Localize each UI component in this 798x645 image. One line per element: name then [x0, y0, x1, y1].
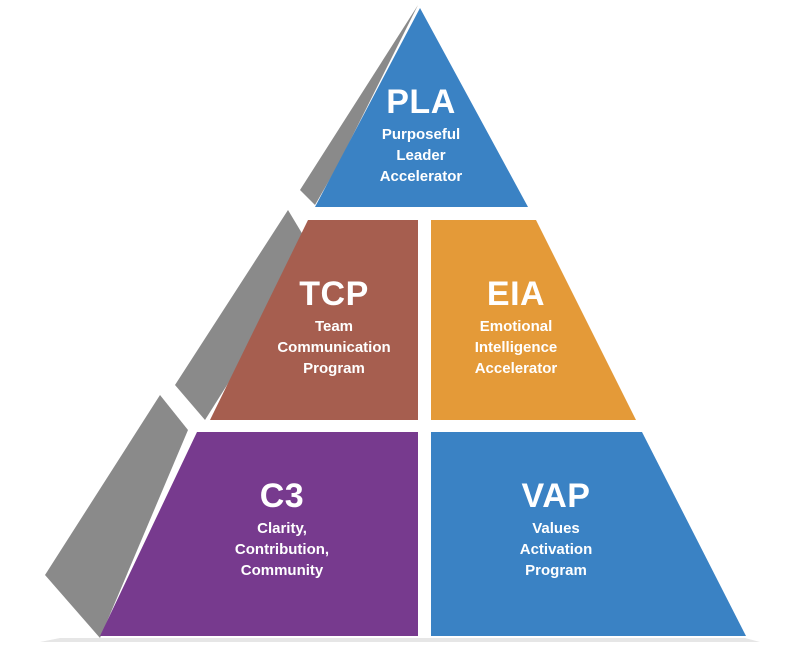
bottom-right-label: VAP Values Activation Program: [520, 478, 593, 581]
bottom-left-name: Clarity, Contribution, Community: [235, 518, 329, 581]
bottom-right-name-line: Program: [525, 562, 587, 579]
middle-left-abbr: TCP: [299, 275, 369, 313]
bottom-right-name: Values Activation Program: [520, 518, 593, 581]
bottom-left-abbr: C3: [259, 477, 305, 515]
bottom-left-panel: [100, 432, 418, 636]
ground-shadow: [40, 638, 760, 642]
side-face-top: [300, 5, 418, 205]
bottom-left-name-line: Clarity,: [257, 520, 307, 537]
bottom-right-panel: [431, 432, 746, 636]
bottom-right-name-line: Values: [532, 520, 580, 537]
middle-left-label: TCP Team Communication Program: [277, 276, 390, 379]
top-tier-name: Purposeful Leader Accelerator: [380, 124, 463, 187]
top-tier-name-line: Accelerator: [379, 168, 463, 185]
middle-right-name-line: Intelligence: [474, 339, 558, 356]
middle-left-name: Team Communication Program: [277, 316, 390, 379]
bottom-left-name-line: Community: [240, 562, 324, 579]
top-tier-abbr: PLA: [386, 83, 456, 121]
bottom-left-label: C3 Clarity, Contribution, Community: [235, 478, 329, 581]
middle-right-name-line: Emotional: [479, 318, 553, 335]
middle-left-name-line: Communication: [277, 339, 391, 356]
middle-left-name-line: Team: [314, 318, 354, 335]
side-face-middle: [175, 210, 312, 420]
middle-right-name-line: Accelerator: [474, 360, 558, 377]
middle-left-name-line: Program: [303, 360, 365, 377]
top-tier-panel: [315, 8, 528, 207]
side-face-bottom: [45, 395, 188, 638]
top-tier-name-line: Leader: [396, 147, 446, 164]
middle-right-name: Emotional Intelligence Accelerator: [475, 316, 558, 379]
middle-right-abbr: EIA: [486, 275, 546, 313]
bottom-right-abbr: VAP: [521, 477, 591, 515]
bottom-right-name-line: Activation: [519, 541, 593, 558]
top-tier-name-line: Purposeful: [381, 126, 461, 143]
bottom-left-name-line: Contribution,: [234, 541, 330, 558]
top-tier-label: PLA Purposeful Leader Accelerator: [380, 84, 463, 187]
middle-left-panel: [210, 220, 418, 420]
middle-right-label: EIA Emotional Intelligence Accelerator: [475, 276, 558, 379]
middle-right-panel: [431, 220, 636, 420]
